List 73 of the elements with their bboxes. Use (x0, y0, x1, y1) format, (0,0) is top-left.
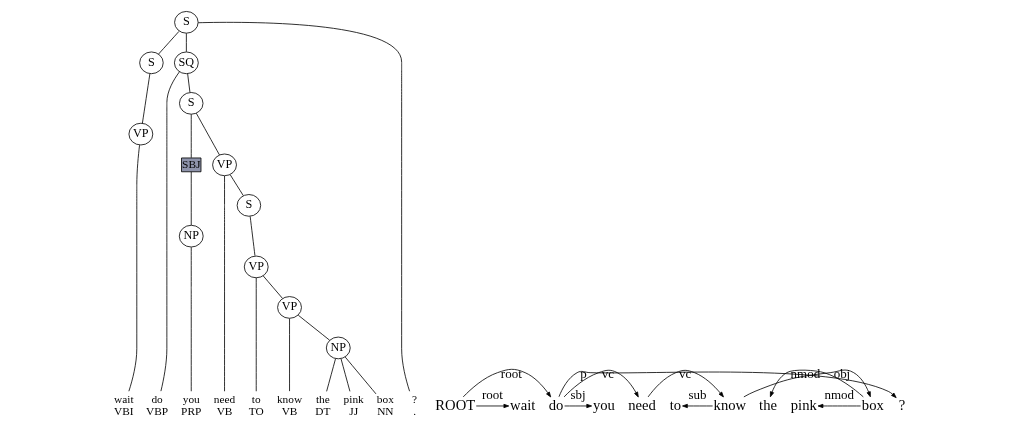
connector (195, 112, 220, 156)
arrow (769, 369, 864, 398)
node-text: need VB (213, 392, 236, 418)
node-circle: VP (128, 122, 154, 146)
arrow (558, 371, 897, 399)
connector (197, 21, 410, 392)
connector (190, 171, 192, 226)
connector (326, 358, 336, 392)
edge-label: root (481, 387, 503, 403)
node-text: you PRP (181, 392, 202, 418)
node-text: do VBP (146, 392, 169, 418)
connector (190, 113, 192, 159)
node-circle: VP (277, 296, 302, 319)
connector (224, 175, 225, 392)
node-circle: S (139, 51, 164, 75)
connector (344, 356, 377, 395)
node-box: SBJ (181, 157, 202, 173)
connector (158, 30, 180, 55)
edge-label: vc (679, 366, 692, 382)
connector (187, 73, 191, 93)
node-text: know (713, 396, 747, 413)
edge-label: obj (833, 366, 851, 382)
node-circle: VP (212, 153, 237, 177)
connector (229, 174, 244, 196)
connector (185, 32, 187, 53)
node-circle: S (179, 92, 204, 115)
node-text: do (548, 396, 564, 413)
arrow (564, 403, 593, 409)
arrow (563, 369, 639, 398)
node-text: wait VBI (114, 392, 134, 418)
node-text: wait (510, 396, 536, 413)
arrow (817, 403, 861, 409)
node-circle: NP (178, 224, 204, 248)
node-text: box (861, 396, 884, 413)
node-text: pink (790, 396, 817, 413)
edge-label: vc (601, 366, 615, 382)
node-text: ? (898, 396, 906, 413)
connector (289, 318, 290, 392)
connector (160, 71, 180, 392)
connector (262, 275, 283, 299)
node-circle: SQ (174, 51, 199, 75)
node-text: ? . (412, 392, 418, 418)
node-text: pink JJ (343, 392, 364, 418)
arrow (682, 403, 714, 409)
node-circle: VP (243, 255, 269, 279)
node-text: need (628, 396, 656, 413)
node-text: box NN (376, 392, 394, 418)
connector (190, 246, 192, 392)
node-text: to TO (248, 392, 264, 418)
node-circle: S (174, 11, 199, 34)
connector (297, 314, 331, 341)
edge-label: sbj (570, 387, 586, 403)
node-text: you (592, 396, 615, 413)
node-text: know VB (276, 392, 303, 418)
node-text: the (759, 396, 777, 413)
node-text: to (669, 396, 682, 413)
connector (255, 277, 257, 392)
node-circle: NP (325, 336, 351, 360)
node-circle: S (236, 194, 262, 217)
connector (340, 358, 351, 392)
arrow (647, 369, 724, 398)
edge-label: p (580, 366, 587, 382)
edge-label: nmod (824, 387, 855, 403)
connector (249, 215, 256, 257)
node-text: the DT (315, 392, 331, 418)
arrow (475, 403, 510, 409)
arrow (743, 369, 871, 398)
connector (142, 73, 151, 124)
connector (128, 144, 140, 392)
edge-label: sub (688, 387, 707, 403)
node-text: ROOT (435, 396, 476, 413)
arrow (462, 368, 552, 398)
edge-label: root (500, 366, 522, 382)
